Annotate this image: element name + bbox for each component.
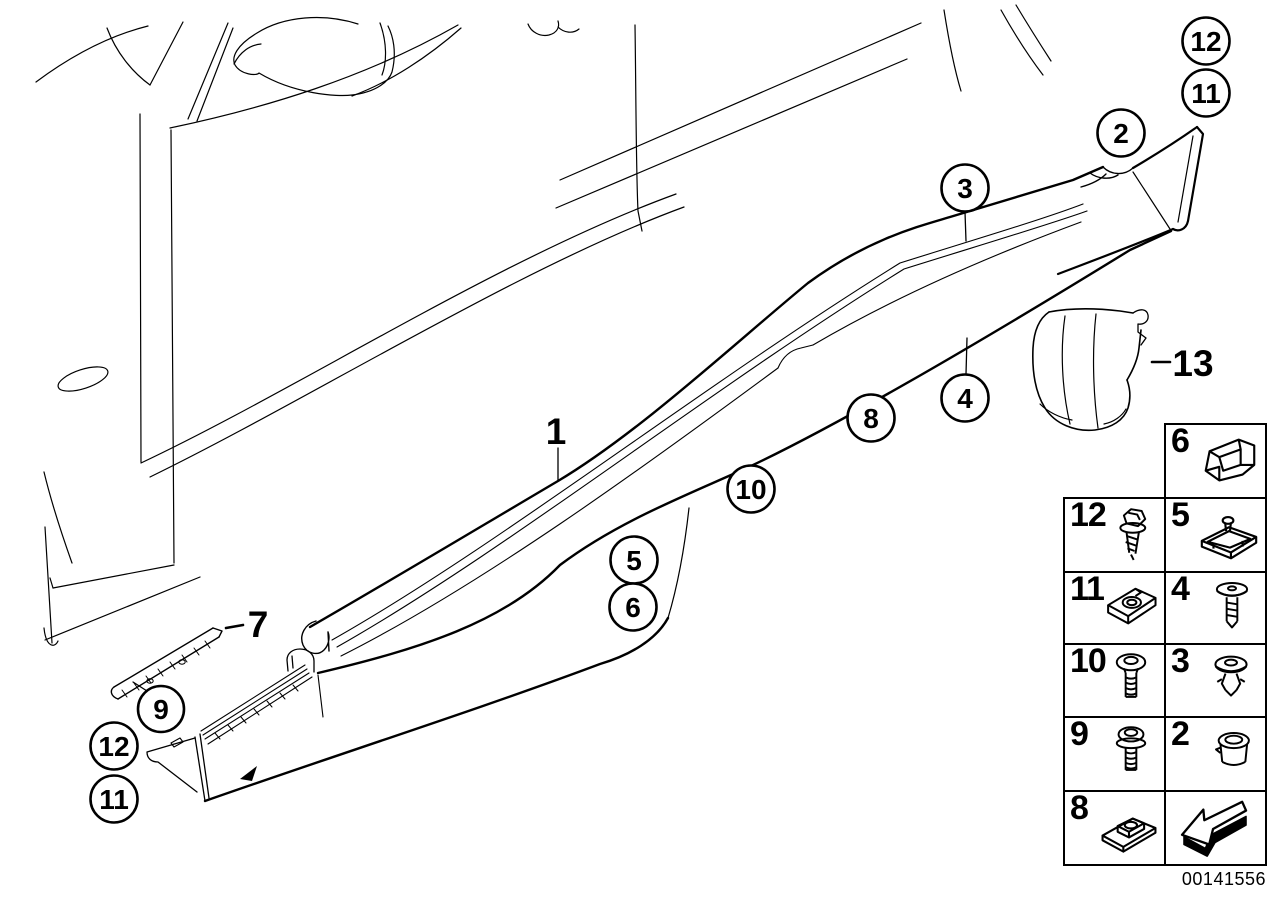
mounting-clip-icon <box>1204 438 1256 482</box>
legend-part-number: 9 <box>1070 715 1089 753</box>
fastener-position-arrow <box>240 766 257 781</box>
callout-8[interactable]: 8 <box>846 393 896 443</box>
part-label-1[interactable]: 1 <box>546 411 567 452</box>
svg-text:9: 9 <box>153 694 169 725</box>
legend-part-number: 2 <box>1171 715 1190 753</box>
part-label-13[interactable]: 13 <box>1172 343 1213 384</box>
expansion-rivet-icon <box>1215 582 1249 629</box>
torx-screw-icon <box>1115 653 1147 698</box>
speed-nut-icon <box>1107 587 1157 625</box>
legend-cell-10[interactable]: 10 <box>1063 642 1166 718</box>
svg-text:12: 12 <box>1190 26 1221 57</box>
legend-cell-11[interactable]: 11 <box>1063 570 1166 645</box>
torx-screw-washer-icon <box>1115 726 1147 771</box>
callout-6[interactable]: 6 <box>608 582 658 632</box>
callout-5[interactable]: 5 <box>609 535 659 585</box>
callout-2[interactable]: 2 <box>1096 108 1146 158</box>
door-handle <box>57 366 109 392</box>
callout-3[interactable]: 3 <box>940 163 990 213</box>
legend-part-number: 12 <box>1070 496 1107 534</box>
svg-text:2: 2 <box>1113 118 1129 149</box>
legend-cell-6[interactable]: 6 <box>1164 422 1267 499</box>
svg-text:11: 11 <box>99 784 129 815</box>
svg-text:10: 10 <box>735 474 766 505</box>
mirror-outline <box>233 16 395 97</box>
callout-11-top[interactable]: 11 <box>1181 68 1231 118</box>
callout-12-top[interactable]: 12 <box>1181 16 1231 66</box>
svg-text:12: 12 <box>98 731 129 762</box>
mounting-rail-part-7 <box>110 627 223 700</box>
retainer-clip-icon <box>1200 515 1258 560</box>
direction-arrow-icon <box>1180 800 1248 857</box>
callout-4[interactable]: 4 <box>940 373 990 423</box>
legend-cell-3[interactable]: 3 <box>1164 642 1267 718</box>
hex-flange-screw-icon <box>1119 508 1147 561</box>
callout-10[interactable]: 10 <box>726 464 776 514</box>
callout-11-bottom[interactable]: 11 <box>89 774 139 824</box>
sill-end-cap-part-2 <box>1056 125 1205 276</box>
legend-cell-arrow[interactable] <box>1164 790 1267 866</box>
legend-cell-9[interactable]: 9 <box>1063 715 1166 792</box>
wheel-arch-bracket-part-13 <box>1032 308 1149 432</box>
svg-text:6: 6 <box>625 592 641 623</box>
svg-text:5: 5 <box>626 545 642 576</box>
callout-9[interactable]: 9 <box>136 684 186 734</box>
legend-cell-2[interactable]: 2 <box>1164 715 1267 792</box>
legend-cell-5[interactable]: 5 <box>1164 496 1267 573</box>
threaded-grommet-icon <box>1215 732 1250 766</box>
svg-text:4: 4 <box>957 383 973 414</box>
part-label-7[interactable]: 7 <box>248 604 269 645</box>
sill-trim-part-1 <box>146 165 1173 803</box>
legend-part-number: 3 <box>1171 642 1190 680</box>
svg-text:3: 3 <box>957 173 973 204</box>
callout-12-bottom[interactable]: 12 <box>89 721 139 771</box>
legend-part-number: 6 <box>1171 422 1190 460</box>
legend-part-number: 5 <box>1171 496 1190 534</box>
legend-cell-4[interactable]: 4 <box>1164 570 1267 645</box>
callouts: 12 11 2 3 4 8 <box>89 16 1231 824</box>
legend-cell-8[interactable]: 8 <box>1063 789 1166 866</box>
car-body-outline <box>35 4 1052 646</box>
expanding-plug-icon <box>1214 655 1248 697</box>
weld-nut-plate-icon <box>1101 817 1157 853</box>
svg-text:11: 11 <box>1191 78 1221 109</box>
legend-cell-12[interactable]: 12 <box>1063 496 1166 573</box>
legend-part-number: 11 <box>1070 570 1105 608</box>
image-number: 00141556 <box>1181 869 1266 889</box>
svg-text:8: 8 <box>863 403 879 434</box>
legend-part-number: 10 <box>1070 642 1107 680</box>
leader-lines <box>132 211 1172 692</box>
legend-part-number: 4 <box>1171 570 1190 608</box>
legend-part-number: 8 <box>1070 789 1089 827</box>
